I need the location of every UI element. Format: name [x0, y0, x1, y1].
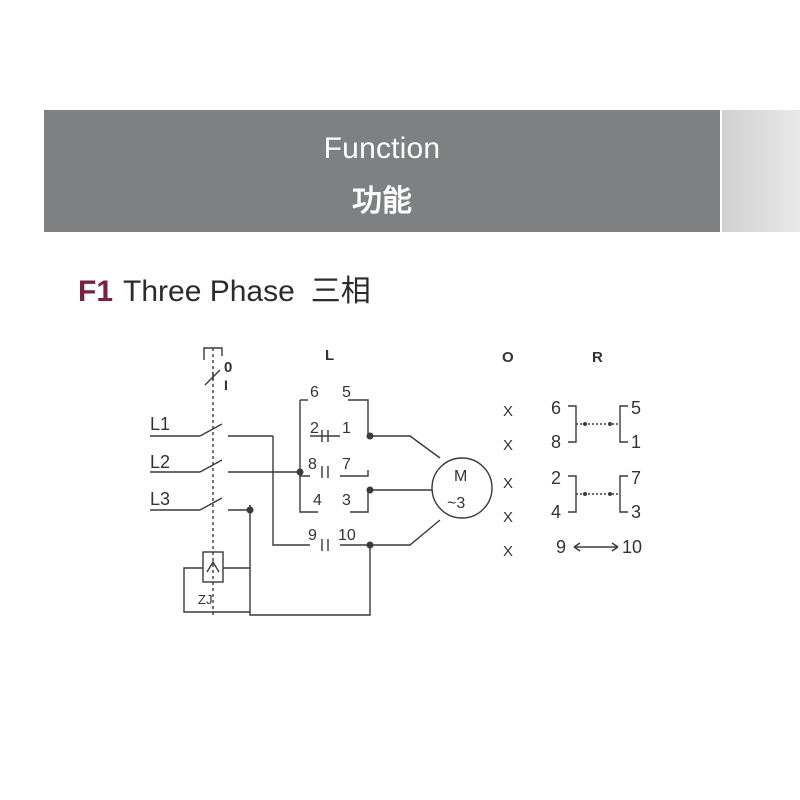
- section-name: Three Phase: [123, 275, 295, 308]
- phase-label-l1: L1: [150, 414, 170, 434]
- run-9: 9: [556, 537, 566, 557]
- run-4: 4: [551, 502, 561, 522]
- column-label-left: L: [325, 347, 334, 364]
- off-mark-3: X: [503, 475, 513, 492]
- motor-symbol: [431, 457, 493, 519]
- motor-label-m: M: [454, 468, 467, 485]
- contact-block: [249, 399, 371, 616]
- run-table-group-1: [568, 405, 628, 443]
- contact-4: 4: [313, 492, 322, 509]
- selector-switch: [203, 347, 223, 615]
- section-name-cn: 三相: [310, 274, 371, 309]
- run-8: 8: [551, 432, 561, 452]
- run-bottom-link: [573, 542, 619, 552]
- run-5: 5: [631, 398, 641, 418]
- switch-position-1: I: [224, 377, 228, 393]
- run-7: 7: [631, 468, 641, 488]
- contact-5: 5: [342, 384, 351, 401]
- off-mark-1: X: [503, 403, 513, 420]
- phase-label-l2: L2: [150, 452, 170, 472]
- header-band: Function 功能: [44, 110, 720, 232]
- motor-label-phase: ~3: [447, 495, 465, 512]
- contact-8: 8: [308, 456, 317, 473]
- contact-10: 10: [338, 527, 356, 544]
- contact-3: 3: [342, 492, 351, 509]
- contact-9: 9: [308, 527, 317, 544]
- contact-2: 2: [310, 420, 319, 437]
- contact-7: 7: [342, 456, 351, 473]
- header-side-panel: [722, 110, 800, 232]
- run-2: 2: [551, 468, 561, 488]
- header-subtitle: 功能: [352, 184, 412, 219]
- off-mark-2: X: [503, 437, 513, 454]
- run-3: 3: [631, 502, 641, 522]
- motor-wiring: [370, 435, 441, 546]
- phase-label-l3: L3: [150, 489, 170, 509]
- contact-6: 6: [310, 384, 319, 401]
- column-label-run: R: [592, 349, 603, 366]
- contact-1: 1: [342, 420, 351, 437]
- off-mark-5: X: [503, 543, 513, 560]
- relay: [183, 551, 250, 613]
- phase-lines: [150, 423, 300, 511]
- run-10: 10: [622, 537, 642, 557]
- section-code: F1: [78, 275, 114, 308]
- section-title: F1 Three Phase 三相: [78, 266, 371, 310]
- off-mark-4: X: [503, 509, 513, 526]
- header-title: Function: [323, 132, 441, 165]
- column-label-off: O: [502, 349, 514, 366]
- switch-position-0: 0: [224, 359, 232, 376]
- relay-label: ZJ: [198, 592, 212, 607]
- run-6: 6: [551, 398, 561, 418]
- run-table-group-2: [568, 475, 628, 513]
- run-1: 1: [631, 432, 641, 452]
